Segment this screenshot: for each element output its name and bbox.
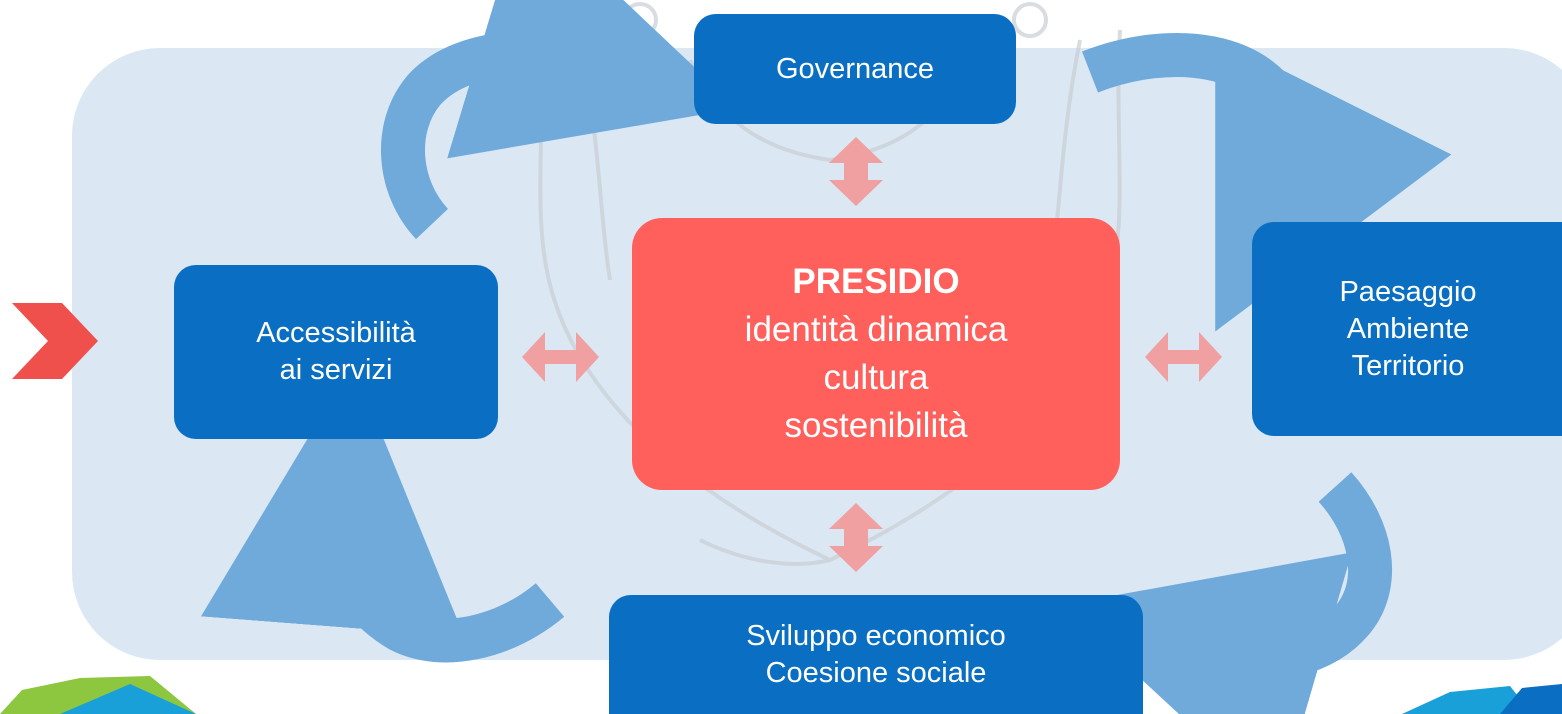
- curved-arrow-icon: [201, 363, 565, 663]
- node-accessibilita: Accessibilità ai servizi: [174, 265, 498, 439]
- node-accessibilita-line: Accessibilità: [256, 317, 416, 349]
- center-line: sostenibilità: [784, 406, 968, 445]
- node-paesaggio-line: Paesaggio: [1339, 275, 1477, 308]
- corner-decoration: [0, 676, 1562, 714]
- node-governance: Governance: [694, 14, 1016, 124]
- node-paesaggio-line: Ambiente: [1346, 312, 1470, 345]
- double-arrow-icon: [829, 503, 883, 572]
- double-arrow-icon: [829, 137, 883, 206]
- node-sviluppo: Sviluppo economico Coesione sociale: [609, 595, 1143, 714]
- curved-arrow-icon: [1061, 472, 1393, 714]
- center-presidio: PRESIDIO identità dinamica cultura soste…: [632, 218, 1120, 490]
- double-arrow-icon: [1145, 332, 1222, 382]
- node-paesaggio: Paesaggio Ambiente Territorio: [1252, 222, 1562, 436]
- node-sviluppo-line: Sviluppo economico: [746, 619, 1006, 652]
- chevron-right-icon: [12, 303, 98, 379]
- curved-arrow-icon: [381, 0, 739, 240]
- node-accessibilita-line: ai servizi: [279, 354, 393, 386]
- center-line: cultura: [823, 358, 929, 397]
- node-paesaggio-line: Territorio: [1351, 349, 1465, 382]
- double-arrow-icon: [522, 332, 599, 382]
- node-sviluppo-line: Coesione sociale: [765, 656, 987, 689]
- center-title: PRESIDIO: [792, 262, 960, 301]
- center-line: identità dinamica: [744, 310, 1008, 349]
- curved-arrow-icon: [1082, 33, 1452, 332]
- node-governance-line: Governance: [776, 52, 934, 85]
